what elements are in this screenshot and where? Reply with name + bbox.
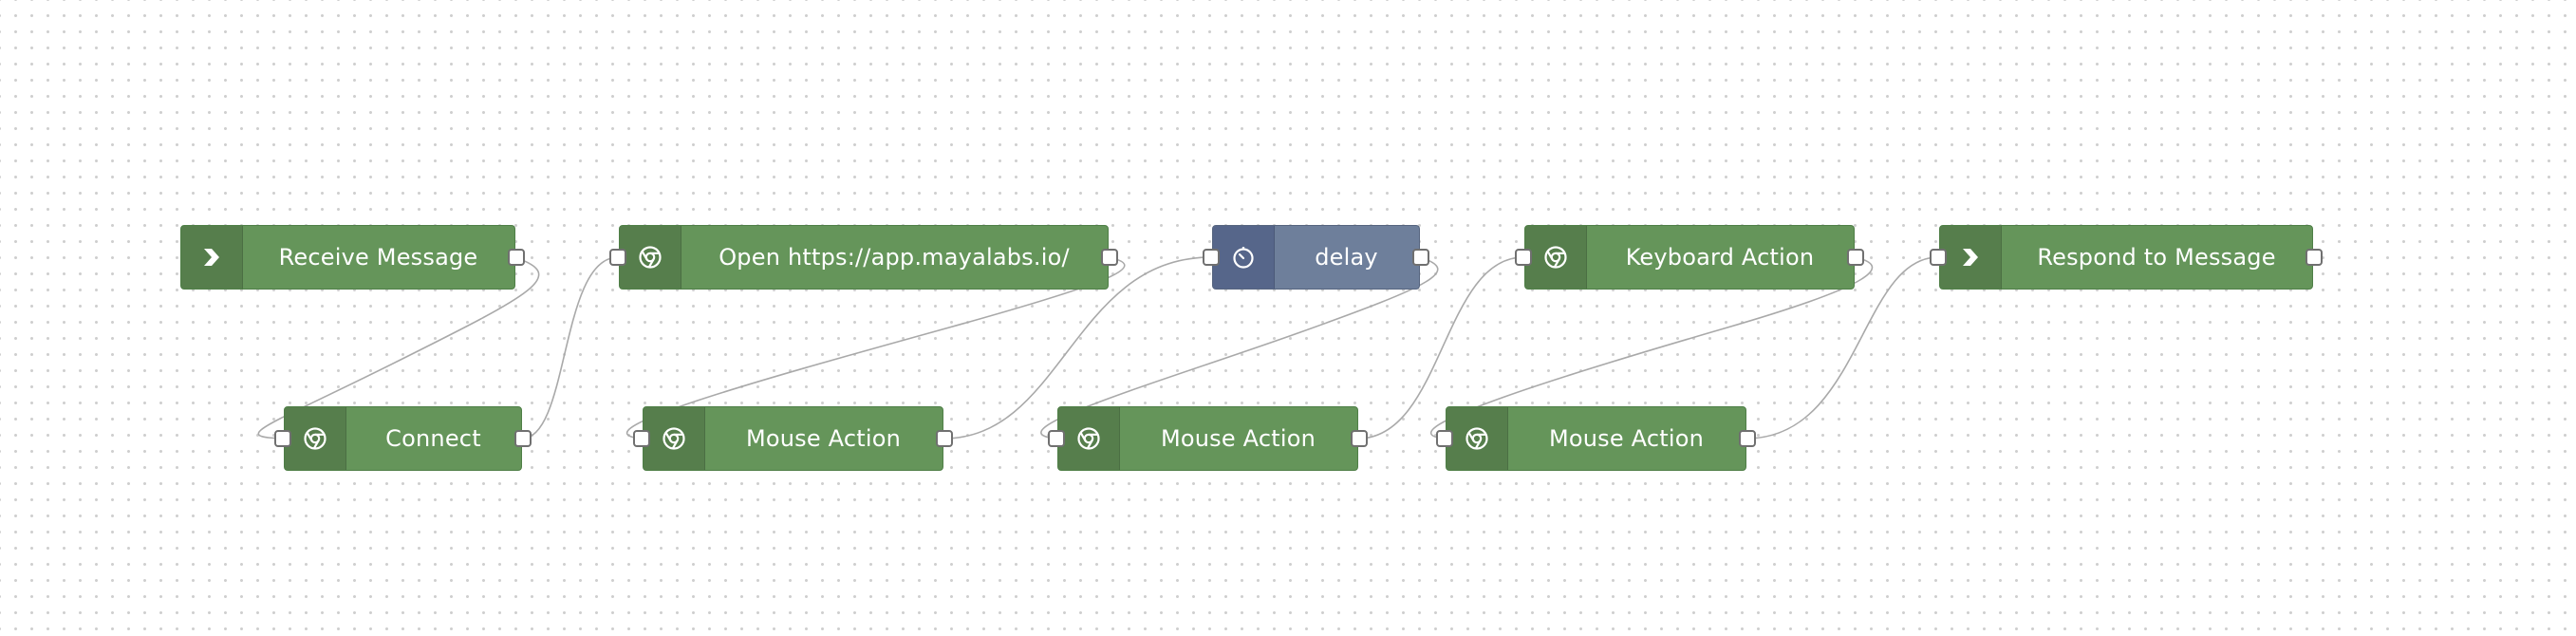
output-port[interactable] xyxy=(1351,430,1368,447)
timer-icon xyxy=(1213,226,1275,289)
input-port[interactable] xyxy=(1515,249,1532,266)
input-port[interactable] xyxy=(1203,249,1220,266)
output-port[interactable] xyxy=(2305,249,2323,266)
node-label: Mouse Action xyxy=(1548,425,1705,452)
node-mouse-action-3[interactable]: Mouse Action xyxy=(1436,406,1756,471)
input-port[interactable] xyxy=(1048,430,1065,447)
arrow-right-icon xyxy=(181,226,243,289)
chrome-icon xyxy=(1058,407,1120,470)
input-port[interactable] xyxy=(274,430,291,447)
output-port[interactable] xyxy=(1847,249,1864,266)
input-port[interactable] xyxy=(1930,249,1947,266)
node-label: Keyboard Action xyxy=(1625,244,1815,271)
output-port[interactable] xyxy=(508,249,525,266)
output-port[interactable] xyxy=(1101,249,1118,266)
node-label: Connect xyxy=(385,425,481,452)
node-label: Receive Message xyxy=(278,244,478,271)
node-label: Mouse Action xyxy=(745,425,902,452)
chrome-icon xyxy=(285,407,346,470)
output-port[interactable] xyxy=(936,430,953,447)
output-port[interactable] xyxy=(1739,430,1756,447)
input-port[interactable] xyxy=(609,249,626,266)
chrome-icon xyxy=(1525,226,1587,289)
node-label: Respond to Message xyxy=(2037,244,2276,271)
chrome-icon xyxy=(644,407,705,470)
node-label: Mouse Action xyxy=(1160,425,1316,452)
chrome-icon xyxy=(620,226,681,289)
node-open-url[interactable]: Open https://app.mayalabs.io/ xyxy=(609,225,1118,290)
node-keyboard-action[interactable]: Keyboard Action xyxy=(1515,225,1864,290)
node-respond-to-message[interactable]: Respond to Message xyxy=(1930,225,2323,290)
node-label: Open https://app.mayalabs.io/ xyxy=(719,244,1070,271)
node-delay[interactable]: delay xyxy=(1203,225,1429,290)
output-port[interactable] xyxy=(514,430,532,447)
node-mouse-action-1[interactable]: Mouse Action xyxy=(633,406,953,471)
input-port[interactable] xyxy=(633,430,650,447)
chrome-icon xyxy=(1447,407,1508,470)
wire-connect-to-open[interactable] xyxy=(521,256,619,440)
node-mouse-action-2[interactable]: Mouse Action xyxy=(1048,406,1368,471)
node-label: delay xyxy=(1315,244,1378,271)
node-receive-message[interactable]: Receive Message xyxy=(180,225,525,290)
output-port[interactable] xyxy=(1412,249,1429,266)
input-port[interactable] xyxy=(1436,430,1453,447)
arrow-right-icon xyxy=(1940,226,2002,289)
node-connect[interactable]: Connect xyxy=(274,406,532,471)
